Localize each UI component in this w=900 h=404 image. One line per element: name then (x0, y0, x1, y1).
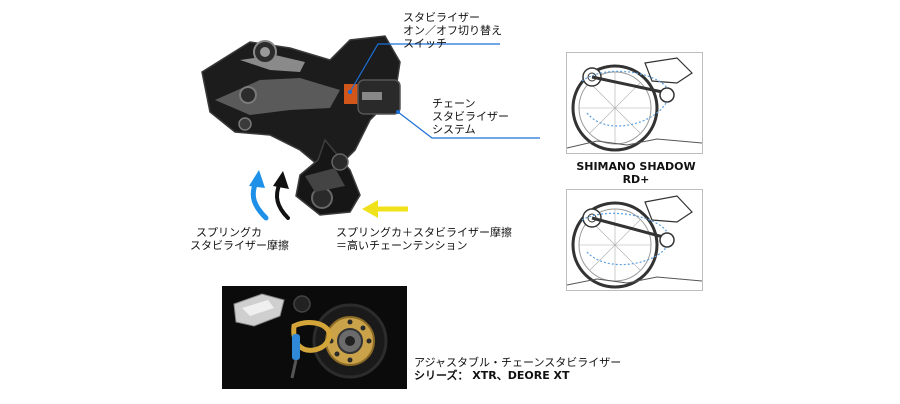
system-line-2: スタビライザー (432, 110, 509, 123)
system-callout-line (397, 111, 540, 139)
bike-drawing-bottom (567, 195, 702, 289)
system-callout-dot (396, 110, 400, 114)
spring-force-arrow (249, 170, 269, 221)
switch-line-1: スタビライザー (403, 11, 480, 24)
caption-line-2: シリーズ： XTR、DEORE XT (414, 369, 570, 382)
system-callout-text: チェーン スタビライザー システム (432, 97, 509, 136)
switch-callout-dot (348, 90, 352, 94)
switch-callout-line (349, 43, 500, 93)
tension-line-2: ＝高いチェーンテンション (336, 239, 468, 252)
stabilizer-friction-arrow (273, 171, 290, 220)
stabilizer-switch-part (344, 84, 358, 104)
tension-callout-text: スプリングカ＋スタビライザー摩擦 ＝高いチェーンテンション (336, 226, 512, 252)
tension-line-1: スプリングカ＋スタビライザー摩擦 (336, 226, 512, 239)
bike-drawing-top (567, 57, 702, 152)
stabilizer-photo-drawing (222, 286, 407, 389)
system-line-1: チェーン (432, 97, 476, 110)
stabilizer-caption: アジャスタブル・チェーンスタビライザー シリーズ： XTR、DEORE XT (414, 356, 621, 382)
spring-callout-text: スプリングカ スタビライザー摩擦 (190, 226, 289, 252)
shadow-label-line-2: RD+ (622, 173, 650, 186)
rear-derailleur-drawing (201, 35, 401, 216)
switch-line-2: オン／オフ切り替え (403, 24, 502, 37)
shadow-label-line-1: SHIMANO SHADOW (576, 160, 696, 173)
caption-line-1: アジャスタブル・チェーンスタビライザー (414, 356, 622, 369)
spring-line-2: スタビライザー摩擦 (190, 239, 289, 252)
shadow-label: SHIMANO SHADOW RD+ (566, 160, 706, 186)
bike-illustration-top (566, 52, 703, 154)
switch-line-3: スイッチ (403, 37, 447, 50)
bike-illustration-bottom (566, 189, 703, 291)
spring-line-1: スプリングカ (196, 226, 262, 239)
system-line-3: システム (432, 123, 476, 136)
chain-tension-arrow (362, 200, 408, 218)
switch-callout-text: スタビライザー オン／オフ切り替え スイッチ (403, 11, 502, 50)
stabilizer-photo (222, 286, 407, 389)
